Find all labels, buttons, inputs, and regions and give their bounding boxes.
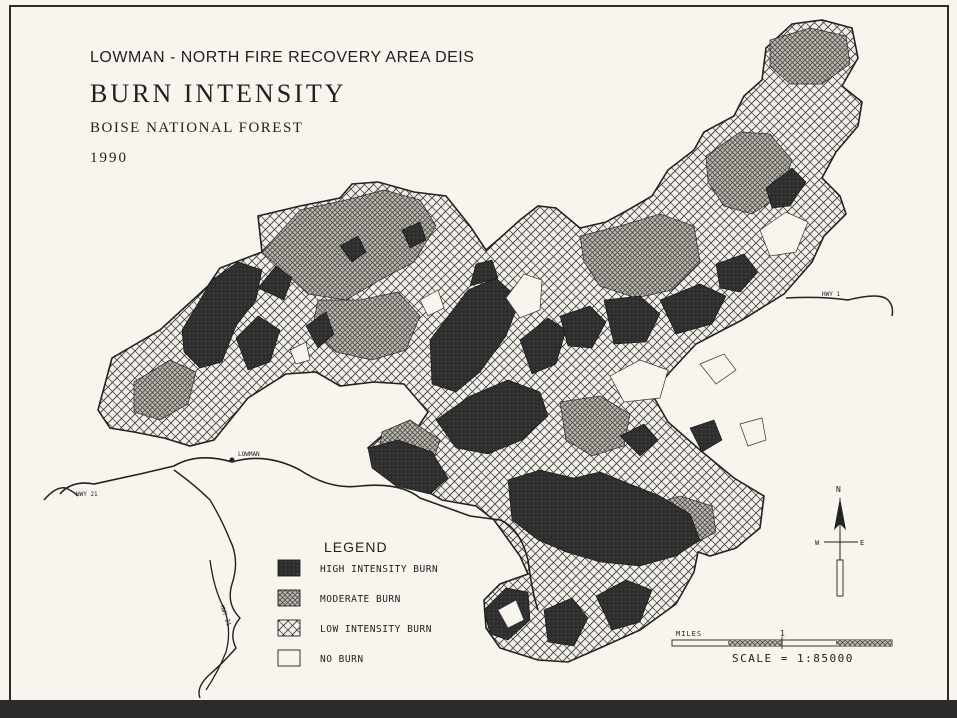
scale-text: SCALE = 1:85000 <box>732 652 854 665</box>
legend-label-high: HIGH INTENSITY BURN <box>320 564 438 575</box>
title-line-4: 1990 <box>90 150 128 166</box>
highway-1-road <box>785 295 894 317</box>
west-road-end <box>43 487 79 501</box>
lowman-label: LOWMAN <box>238 451 260 458</box>
title-line-2: BURN INTENSITY <box>90 79 347 108</box>
scale-tick-label: 1 <box>780 629 785 638</box>
legend-swatch-high <box>277 559 301 577</box>
frame-bottom-band <box>0 700 957 718</box>
legend-heading: LEGEND <box>324 539 388 555</box>
title-line-3: BOISE NATIONAL FOREST <box>90 120 303 136</box>
title-line-1: LOWMAN - NORTH FIRE RECOVERY AREA DEIS <box>90 49 474 66</box>
legend: LEGEND HIGH INTENSITY BURN MODERATE BURN… <box>277 539 438 667</box>
title-block: LOWMAN - NORTH FIRE RECOVERY AREA DEIS B… <box>90 49 474 166</box>
legend-swatch-none <box>277 649 301 667</box>
river-line <box>173 469 241 699</box>
west-label: W <box>815 539 820 547</box>
scale-units-label: MILES <box>676 630 702 638</box>
hwy1-label: HWY 1 <box>822 291 840 298</box>
north-arrow-icon: N W E <box>815 485 864 597</box>
north-label: N <box>836 485 841 494</box>
legend-label-moderate: MODERATE BURN <box>320 594 401 605</box>
no-burn-islands <box>289 211 809 629</box>
scale-bar-segment-1 <box>728 640 782 646</box>
lowman-town-marker <box>229 457 235 463</box>
south-road-line <box>205 559 230 691</box>
hwy21-label: HWY 21 <box>76 491 98 498</box>
legend-swatch-moderate <box>277 589 301 607</box>
scale-bar-segment-2 <box>836 640 892 646</box>
highway-21-road <box>59 457 539 611</box>
burn-area-map-body <box>43 19 894 699</box>
high-intensity-burn-areas <box>181 167 807 647</box>
legend-label-none: NO BURN <box>320 654 364 665</box>
legend-label-low: LOW INTENSITY BURN <box>320 624 432 635</box>
scale-bar: MILES 1 SCALE = 1:85000 <box>671 629 893 665</box>
east-label: E <box>860 539 864 547</box>
legend-swatch-low <box>277 619 301 637</box>
